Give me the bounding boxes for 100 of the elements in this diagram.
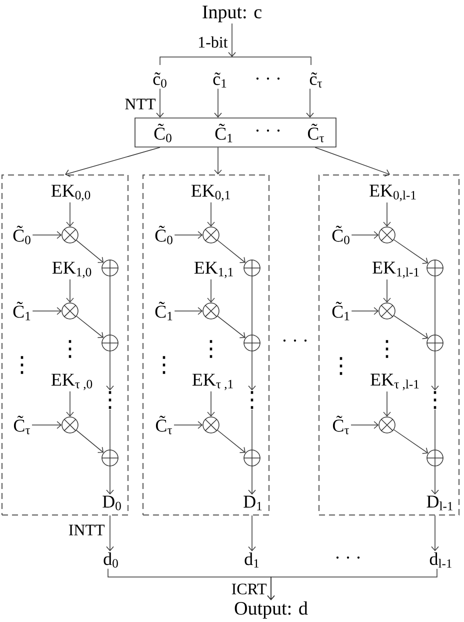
- arrow: [76, 240, 104, 263]
- connector-line: [434, 276, 436, 335]
- arrow: [106, 515, 114, 552]
- arrow: [350, 421, 379, 429]
- arrow: [76, 316, 104, 338]
- result-label: d$_{l-1}$: [430, 552, 452, 568]
- arrow: [383, 202, 391, 227]
- ellipsis: · · ·: [283, 340, 307, 342]
- variable-label: c̃$_{0}$: [153, 72, 166, 88]
- add-symbol: [426, 259, 444, 277]
- vertical-ellipsis: ⋮: [108, 391, 112, 409]
- key-label: EK$_{0,0}$: [51, 184, 90, 202]
- arrow: [351, 231, 379, 239]
- multiply-symbol: [62, 302, 78, 320]
- arrow: [267, 568, 438, 600]
- vertical-ellipsis: ⋮: [434, 391, 436, 409]
- arrow: [383, 279, 391, 303]
- key-label: EK$_{1,1}$: [194, 262, 233, 278]
- vertical-ellipsis: ⋮: [210, 340, 212, 358]
- arrow: [32, 421, 62, 429]
- arrow: [32, 307, 62, 315]
- variable-label: C̃$_{1}$: [332, 302, 350, 320]
- arrow: [174, 307, 203, 315]
- add-symbol: [243, 334, 261, 352]
- arrow: [156, 88, 164, 118]
- vertical-ellipsis: ⋮: [162, 356, 166, 374]
- arrow: [431, 351, 439, 390]
- multiply-symbol: [202, 302, 220, 320]
- arrow: [431, 515, 439, 552]
- vertical-ellipsis: ⋮: [68, 340, 72, 358]
- ellipsis: · · ·: [256, 78, 280, 80]
- variable-label: C̃$_{0}$: [155, 226, 172, 244]
- variable-label: C̃$_{0}$: [13, 226, 30, 244]
- add-symbol: [243, 259, 261, 277]
- output-label: Output: d: [234, 601, 308, 619]
- result-label: D$_{0}$: [102, 496, 121, 510]
- arrow: [217, 240, 246, 263]
- vertical-ellipsis: ⋮: [250, 391, 254, 409]
- arrow: [394, 239, 428, 264]
- dashed-frame: [318, 174, 460, 516]
- arrow: [174, 421, 203, 429]
- edge-label: NTT: [124, 98, 157, 110]
- arrow: [207, 278, 215, 303]
- result-label: D$_{l-1}$: [426, 496, 452, 510]
- arrow: [214, 88, 222, 118]
- vertical-ellipsis: ⋮: [340, 357, 342, 375]
- multiply-symbol: [378, 226, 396, 244]
- arrow: [214, 147, 222, 174]
- dashed-frame: [2, 174, 128, 516]
- multiply-symbol: [202, 416, 220, 434]
- multiply-symbol: [202, 226, 220, 244]
- add-symbol: [101, 259, 119, 277]
- edge-label: INTT: [67, 524, 106, 536]
- result-label: d$_{0}$: [104, 552, 118, 568]
- key-label: EK$_{0,l-1}$: [370, 184, 416, 202]
- variable-label: C̃$_{τ}$: [332, 416, 349, 434]
- arrow: [431, 466, 439, 495]
- add-symbol: [101, 449, 119, 467]
- ellipsis: · · ·: [336, 556, 360, 559]
- key-label: EK$_{τ ,0}$: [51, 374, 92, 390]
- add-symbol: [101, 334, 119, 352]
- arrow: [351, 307, 379, 315]
- arrow: [217, 430, 246, 453]
- key-label: EK$_{0,1}$: [191, 184, 230, 202]
- variable-label: C̃$_{τ}$: [14, 416, 30, 434]
- vertical-ellipsis: ⋮: [386, 340, 388, 358]
- bracket: [160, 56, 312, 66]
- arrow: [66, 391, 74, 417]
- edge-label: 1-bit: [196, 35, 229, 49]
- arrow: [248, 466, 256, 495]
- arrow: [217, 316, 246, 338]
- key-label: EK$_{τ ,1}$: [192, 374, 233, 390]
- arrow: [248, 351, 256, 390]
- key-label: EK$_{1,l-1}$: [372, 262, 419, 278]
- arrow: [66, 202, 74, 227]
- input-label: Input: c: [202, 6, 262, 22]
- edge-label: ICRT: [230, 582, 268, 596]
- variable-label: C̃$_{1}$: [155, 302, 172, 320]
- arrow: [228, 23, 236, 57]
- arrow: [314, 147, 390, 177]
- arrow: [106, 351, 114, 390]
- add-symbol: [426, 334, 444, 352]
- arrow: [66, 278, 74, 303]
- variable-label: C̃$_{τ}$: [156, 416, 172, 434]
- arrow: [394, 429, 428, 454]
- variable-label: c̃$_{τ}$: [310, 72, 322, 88]
- arrow: [32, 231, 62, 239]
- add-symbol: [243, 449, 261, 467]
- vertical-ellipsis: ⋮: [20, 356, 24, 374]
- result-label: D$_{1}$: [244, 496, 262, 510]
- variable-label: C̃$_{0}$: [332, 226, 350, 244]
- multiply-symbol: [378, 416, 396, 434]
- arrow: [174, 231, 203, 239]
- arrow: [65, 147, 160, 177]
- arrow: [383, 391, 391, 417]
- arrow: [76, 430, 104, 453]
- multiply-symbol: [378, 302, 396, 320]
- variable-label: c̃$_{1}$: [213, 72, 226, 88]
- add-symbol: [426, 449, 444, 467]
- arrow: [306, 88, 314, 118]
